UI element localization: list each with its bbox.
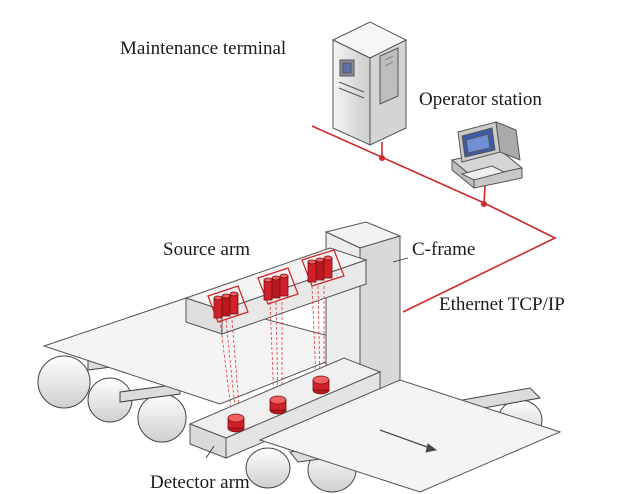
web-sheet-right: [258, 379, 562, 493]
source-head-2: [257, 267, 299, 305]
radiation-beams: [219, 285, 325, 419]
source-head-1: [207, 285, 249, 323]
detector-head-3: [312, 375, 330, 395]
label-detector-arm: Detector arm: [150, 472, 250, 493]
label-source-arm: Source arm: [163, 239, 251, 260]
source-head-3: [301, 249, 345, 287]
label-c-frame: C-frame: [412, 239, 476, 260]
operator-station-computer: [450, 121, 524, 190]
source-heads: [207, 249, 345, 323]
web-direction-arrow-icon: [425, 443, 438, 453]
label-operator-station: Operator station: [419, 89, 542, 110]
detector-heads: [227, 375, 330, 433]
detector-head-1: [227, 413, 245, 433]
maintenance-terminal-cabinet: [331, 21, 408, 146]
label-maintenance-terminal: Maintenance terminal: [120, 38, 287, 59]
label-ethernet: Ethernet TCP/IP: [439, 294, 565, 315]
detector-head-2: [269, 395, 287, 415]
label-leader-lines: [205, 257, 409, 459]
